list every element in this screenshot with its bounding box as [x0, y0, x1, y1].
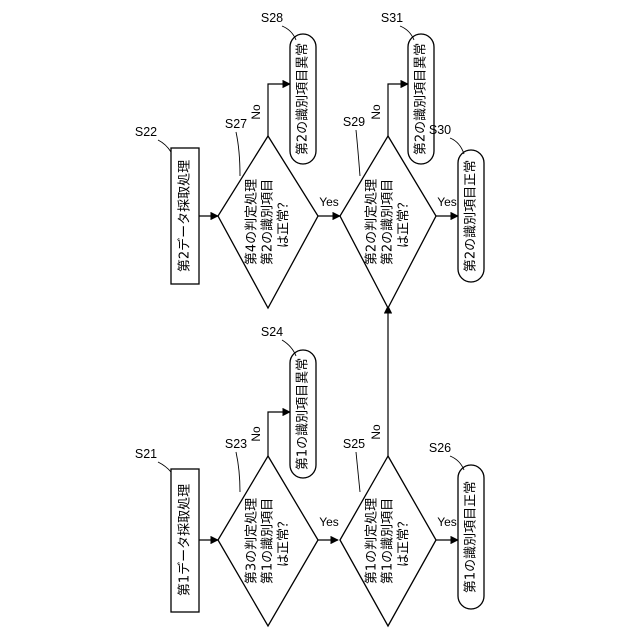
s25-line-1: 第1の判定処理 [365, 498, 380, 584]
s30-id: S30 [429, 123, 451, 137]
s28-text: 第2の識別項目異常 [296, 43, 311, 155]
s21-leader [158, 462, 171, 472]
s25-line-2: 第1の識別項目 [381, 498, 396, 584]
s25-id: S25 [343, 437, 365, 451]
s24-text: 第1の識別項目異常 [296, 358, 311, 470]
s21-id: S21 [135, 447, 157, 461]
s29-line-1: 第2の判定処理 [365, 179, 380, 265]
s27-leader [236, 132, 240, 176]
s23-yes-label: Yes [319, 515, 339, 529]
s25-leader [356, 452, 360, 492]
s25-line-3: は正常？ [397, 515, 412, 567]
s27-line-1: 第4の判定処理 [245, 179, 260, 265]
s29-no-label: No [369, 104, 383, 120]
s23-leader [236, 452, 240, 492]
s29-leader [356, 130, 360, 176]
s23-id: S23 [225, 437, 247, 451]
s22-leader [158, 140, 171, 152]
s26-text: 第1の識別項目正常 [464, 481, 479, 593]
s29-id: S29 [343, 115, 365, 129]
s29-line-2: 第2の識別項目 [381, 179, 396, 265]
s22-text: 第2データ採取処理 [177, 160, 193, 272]
s25-yes-label: Yes [437, 515, 457, 529]
s30-leader [450, 138, 464, 154]
s26-id: S26 [429, 441, 451, 455]
s25-no-label: No [369, 424, 383, 440]
s27-id: S27 [225, 117, 247, 131]
arrow-s27-no-to-s28 [268, 84, 290, 136]
s24-id: S24 [261, 325, 283, 339]
s27-no-label: No [249, 104, 263, 120]
s27-line-3: は正常？ [277, 196, 292, 248]
s31-id: S31 [381, 11, 403, 25]
s21-text: 第1データ採取処理 [177, 484, 193, 596]
arrow-s23-no-to-s24 [268, 412, 290, 456]
s27-yes-label: Yes [319, 195, 339, 209]
s27-line-2: 第2の識別項目 [261, 179, 276, 265]
s22-id: S22 [135, 125, 157, 139]
s29-yes-label: Yes [437, 195, 457, 209]
s23-line-1: 第3の判定処理 [245, 498, 260, 584]
s28-id: S28 [261, 11, 283, 25]
s31-text: 第2の識別項目異常 [414, 43, 429, 155]
s23-line-3: は正常？ [277, 515, 292, 567]
s23-no-label: No [249, 426, 263, 442]
s29-line-3: は正常？ [397, 196, 412, 248]
arrow-s29-no-to-s31 [388, 84, 408, 136]
s23-line-2: 第1の識別項目 [261, 498, 276, 584]
s30-text: 第2の識別項目正常 [464, 160, 479, 272]
